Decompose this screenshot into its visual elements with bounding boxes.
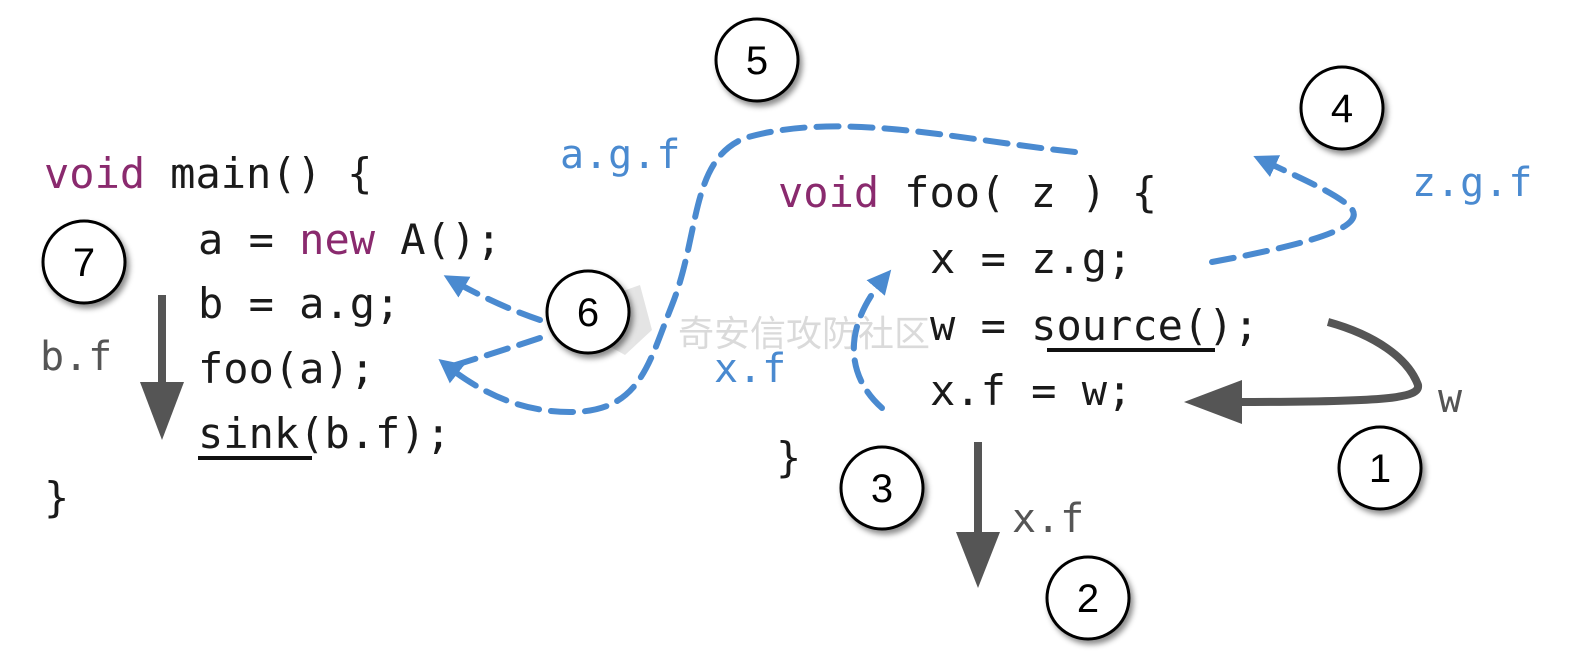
badge-2: 2	[1045, 555, 1131, 641]
svg-text:sink(b.f);: sink(b.f);	[198, 409, 451, 458]
main-new-keyword: new	[299, 215, 376, 264]
badge-5: 5	[714, 17, 800, 103]
svg-text:a = new A();: a = new A();	[198, 215, 501, 264]
badge-4: 4	[1299, 65, 1385, 151]
flow-arrow-step6-down	[443, 335, 543, 371]
badge-7-label: 7	[73, 241, 95, 285]
main-close-brace: }	[44, 473, 69, 522]
foo-line1: x = z.g;	[930, 234, 1132, 283]
flow-arrow-xf-down-head	[956, 532, 1000, 588]
badge-7: 7	[41, 219, 127, 305]
foo-signature: foo( z ) {	[904, 168, 1157, 217]
label-w: w	[1438, 376, 1463, 422]
foo-line2-lhs: w =	[930, 301, 1031, 350]
badge-1-label: 1	[1369, 447, 1391, 491]
watermark-text: 奇安信攻防社区	[678, 314, 930, 355]
badge-4-label: 4	[1331, 87, 1353, 131]
label-xf-gray: x.f	[1012, 496, 1084, 542]
flow-arrow-step4	[1209, 155, 1357, 265]
badge-3: 3	[839, 445, 925, 531]
flow-arrow-step6-up	[443, 275, 543, 323]
main-line3: foo(a);	[198, 344, 375, 393]
main-line1-rhs: A();	[375, 215, 501, 264]
flow-arrow-w	[1234, 318, 1423, 406]
label-zgf: z.g.f	[1412, 160, 1532, 206]
step-badges: 1 2 3 4 5 6 7	[41, 17, 1423, 641]
foo-source-call: source	[1031, 301, 1183, 350]
watermark: 奇安信攻防社区	[598, 285, 930, 355]
badge-6-label: 6	[577, 291, 599, 335]
label-xf-blue: x.f	[714, 346, 786, 392]
gray-flows	[140, 295, 1423, 588]
badge-5-label: 5	[746, 39, 768, 83]
main-function-code: void main() { a = new A(); b = a.g; foo(a…	[44, 149, 501, 522]
blue-flows	[438, 123, 1357, 416]
badge-1: 1	[1337, 425, 1423, 511]
flow-arrow-step5	[438, 123, 1078, 416]
svg-text:w = source();: w = source();	[930, 301, 1259, 350]
label-agf: a.g.f	[560, 132, 680, 178]
main-sink-call: sink	[198, 409, 299, 458]
main-signature: main() {	[170, 149, 372, 198]
main-line1-lhs: a =	[198, 215, 299, 264]
flow-arrow-bf-down-head	[140, 382, 184, 440]
foo-function-code: void foo( z ) { x = z.g; w = source(); x.…	[776, 168, 1259, 482]
badge-6: 6	[545, 269, 631, 355]
foo-line3: x.f = w;	[930, 366, 1132, 415]
main-line4-rest: (b.f);	[299, 409, 451, 458]
flow-labels: a.g.f z.g.f x.f x.f w b.f	[40, 132, 1532, 542]
main-line2: b = a.g;	[198, 279, 400, 328]
foo-void-keyword: void	[778, 168, 879, 217]
flow-arrow-step3	[850, 269, 892, 411]
badge-2-label: 2	[1077, 577, 1099, 621]
foo-close-brace: }	[776, 433, 801, 482]
flow-arrow-w-head	[1184, 380, 1242, 424]
main-void-keyword: void	[44, 149, 145, 198]
label-bf: b.f	[40, 334, 112, 380]
badge-3-label: 3	[871, 467, 893, 511]
foo-line2-rest: ();	[1183, 301, 1259, 350]
